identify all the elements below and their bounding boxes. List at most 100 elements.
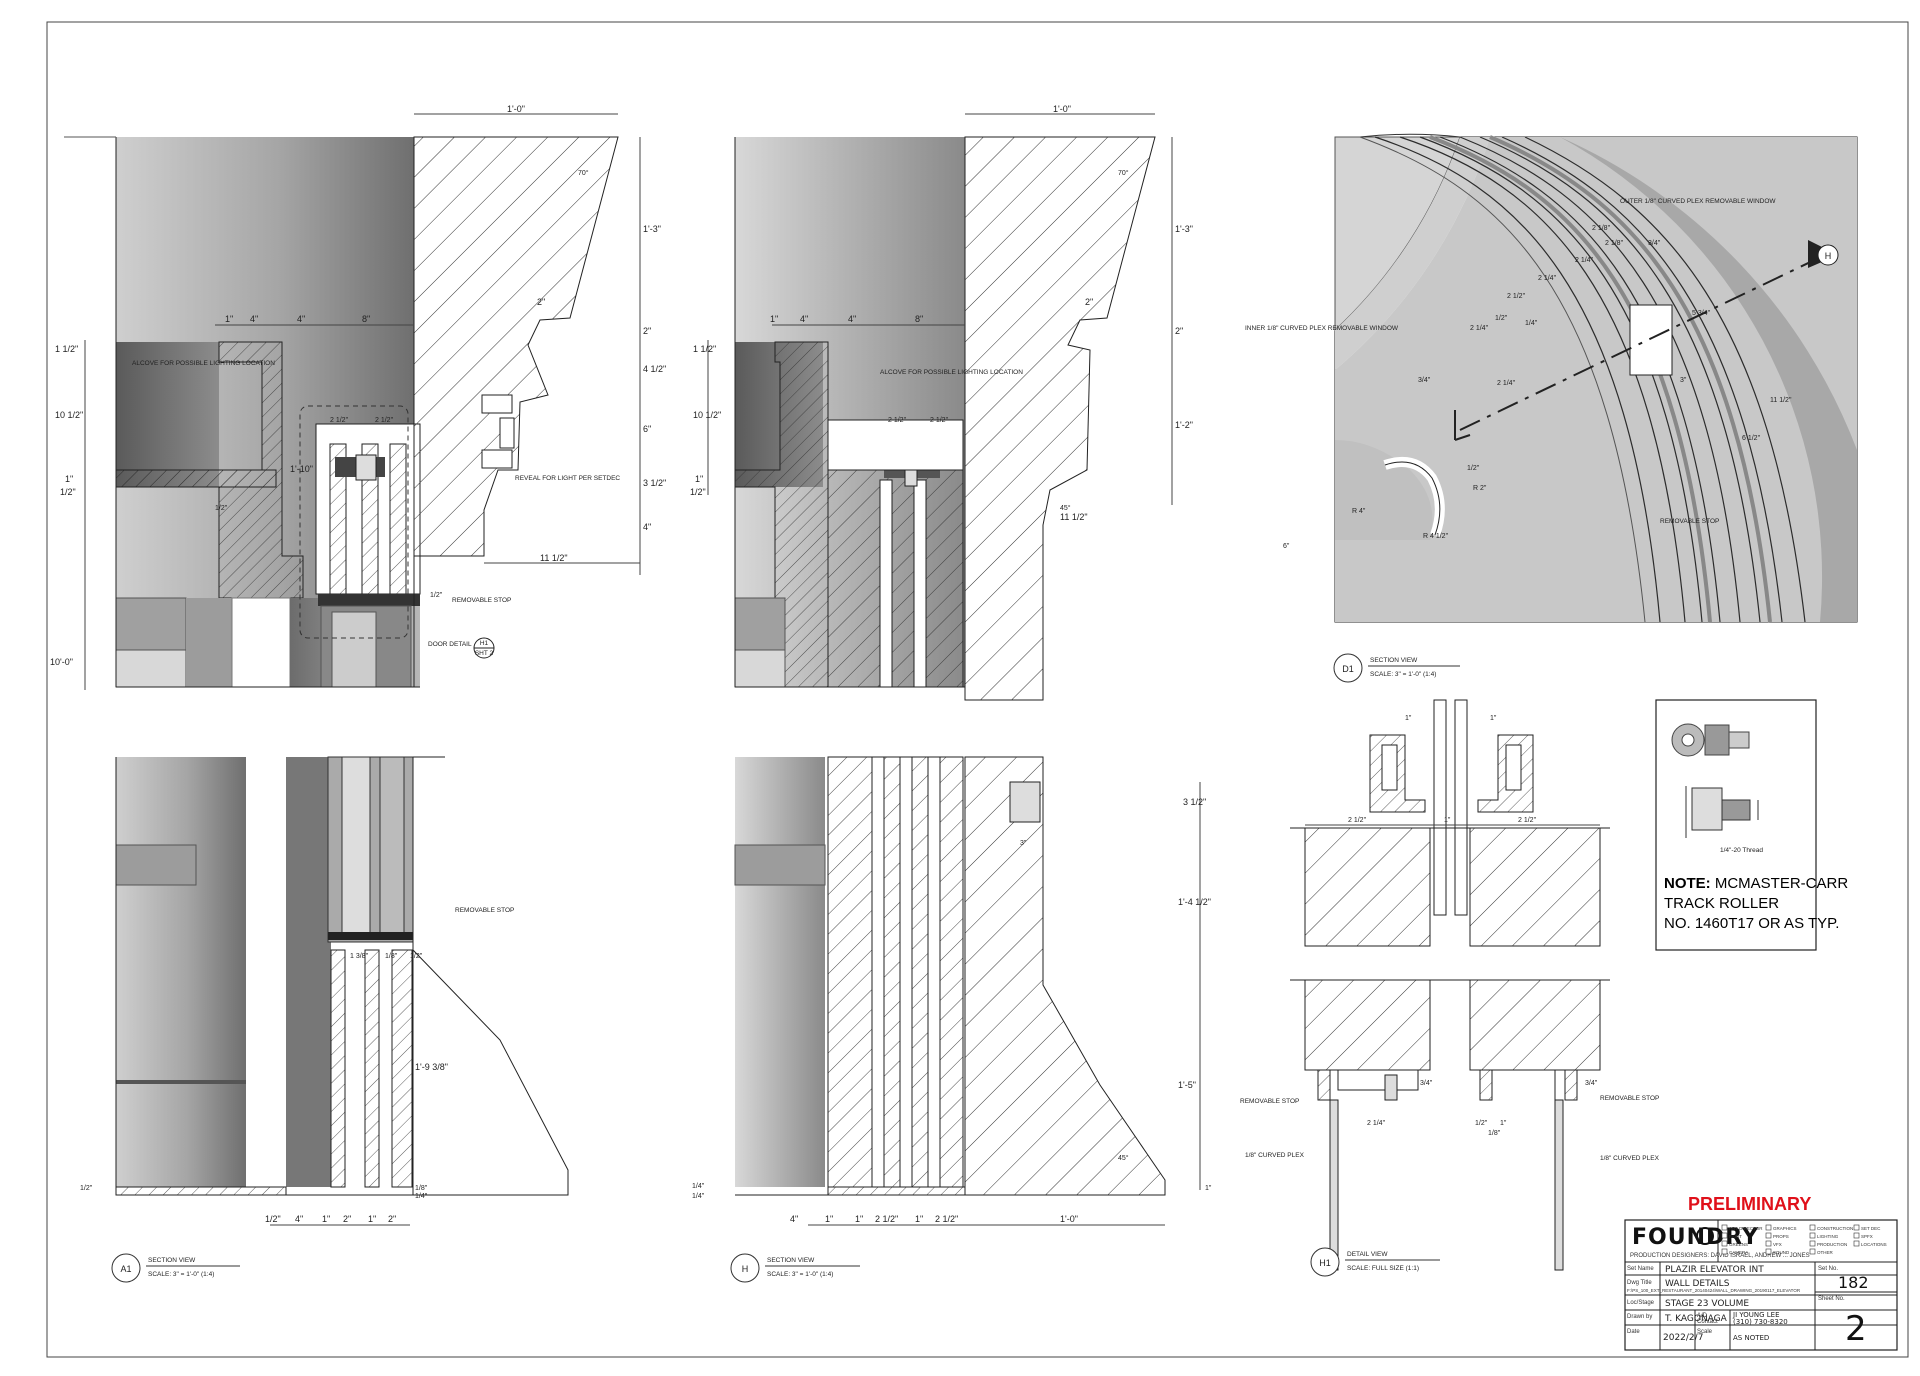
- tb-set-name-label: Set Name: [1627, 1266, 1654, 1272]
- a1-view-id: A1: [120, 1264, 131, 1274]
- d1-r4: R 4": [1352, 508, 1366, 515]
- tb-drawn: T. KAGONAGA: [1664, 1314, 1728, 1324]
- h-dim-top: 1'-0": [1053, 104, 1071, 114]
- dim-half: 1/2": [215, 505, 228, 512]
- tb-contact-label: Contact: [1697, 1319, 1718, 1325]
- h-lower-3: 3": [1020, 840, 1027, 847]
- h1-1d: 1": [1500, 1120, 1507, 1127]
- note-reveal-light: REVEAL FOR LIGHT PER SETDEC: [515, 475, 620, 482]
- a1-lower-removable-stop: REMOVABLE STOP: [455, 907, 514, 914]
- a1-lower-1-4: 1/4": [415, 1193, 428, 1200]
- dim-11-1-2: 11 1/2": [540, 553, 568, 563]
- h-lower-1-5: 1'-5": [1178, 1080, 1196, 1090]
- tb-check-label: SET DEC: [1861, 1226, 1881, 1231]
- tb-check-box[interactable]: [1853, 1232, 1860, 1239]
- h-lower-q2: 1/4": [692, 1193, 705, 1200]
- h-dim-h1-2: 1/2": [690, 487, 706, 497]
- tb-check-box[interactable]: [1809, 1240, 1816, 1247]
- tb-check-label: GRAPHICS: [1773, 1226, 1797, 1231]
- tb-sheet-label: Sheet No.: [1818, 1296, 1845, 1302]
- h-lower-1-4-1-2: 1'-4 1/2": [1178, 897, 1211, 907]
- tb-check-box[interactable]: [1765, 1240, 1772, 1247]
- h1-2-1-4: 2 1/4": [1367, 1120, 1386, 1127]
- h-lower-w2-1-2b: 2 1/2": [935, 1214, 958, 1224]
- a1-lower-1-2: 1/2": [410, 953, 423, 960]
- d1-quarter: 1/4": [1525, 320, 1538, 327]
- tb-check-box[interactable]: [1809, 1248, 1816, 1255]
- d1-2-1-4d: 2 1/4": [1497, 380, 1516, 387]
- h-dim-8: 8": [915, 314, 923, 324]
- d1-removable-stop: REMOVABLE STOP: [1660, 518, 1719, 525]
- tb-check-label: CONSTRUCTION: [1817, 1226, 1853, 1231]
- d1-5-3-4: 5 3/4": [1692, 310, 1711, 317]
- tb-check-box[interactable]: [1721, 1240, 1728, 1247]
- a1-upper-dims: 1'-0" 1" 4" 4" 8" 1 1/2" 10 1/2" 1" 1/2"…: [50, 104, 666, 690]
- dim-10-0: 10'-0": [50, 657, 73, 667]
- tb-date-label: Date: [1627, 1329, 1640, 1335]
- h-lower-w2-1-2a: 2 1/2": [875, 1214, 898, 1224]
- sheet-border: [46, 21, 1909, 1358]
- a1-lower-1-8b: 1/8": [415, 1185, 428, 1192]
- tb-check-label: LIGHTING: [1817, 1234, 1839, 1239]
- h1-half: 1/2": [1475, 1120, 1488, 1127]
- dim-2: 2": [537, 297, 545, 307]
- tb-dwg-title: WALL DETAILS: [1665, 1279, 1730, 1289]
- h-dim-2: 2": [1085, 297, 1093, 307]
- tb-ad-label: A/D: [1697, 1313, 1708, 1319]
- a1-alcove: [116, 342, 219, 487]
- tb-check-box[interactable]: [1809, 1224, 1816, 1231]
- tb-check-box[interactable]: [1765, 1232, 1772, 1239]
- tb-check-box[interactable]: [1721, 1224, 1728, 1231]
- note-line3: NO. 1460T17 OR AS TYP.: [1664, 915, 1839, 932]
- tb-check-box[interactable]: [1765, 1224, 1772, 1231]
- tb-check-box[interactable]: [1809, 1232, 1816, 1239]
- a1-lower-1-8: 1/8": [385, 953, 398, 960]
- d1-2-1-2: 2 1/2": [1507, 293, 1526, 300]
- dim-2-1-2b: 2 1/2": [375, 417, 394, 424]
- dim-2-1-2a: 2 1/2": [330, 417, 349, 424]
- h1-view-scale: SCALE: FULL SIZE (1:1): [1347, 1265, 1419, 1272]
- h1-3-4a: 3/4": [1420, 1080, 1433, 1087]
- h-dim-ang70: 70°: [1118, 169, 1129, 177]
- d1-view-id: D1: [1342, 664, 1354, 674]
- note-alcove: ALCOVE FOR POSSIBLE LIGHTING LOCATION: [132, 360, 275, 367]
- a1-view-scale: SCALE: 3" = 1'-0" (1:4): [148, 1271, 214, 1278]
- d1-3-4b: 3/4": [1418, 377, 1431, 384]
- tb-ad: JI YOUNG LEE: [1732, 1311, 1780, 1319]
- a1-view-marker: [111, 1253, 141, 1283]
- note-line1-bold: NOTE:: [1664, 875, 1711, 892]
- note-line2: TRACK ROLLER: [1664, 895, 1779, 912]
- tb-set-name: PLAZIR ELEVATOR INT: [1665, 1265, 1764, 1275]
- tb-check-label: PAINT: [1729, 1234, 1742, 1239]
- a1-lower-1-3-8: 1 3/8": [350, 953, 369, 960]
- tb-check-box[interactable]: [1721, 1232, 1728, 1239]
- tb-sheet-no: 2: [1845, 1309, 1867, 1349]
- h-lower-w1b: 1": [855, 1214, 863, 1224]
- tb-check-box[interactable]: [1721, 1248, 1728, 1255]
- h-lower-dims: 3 1/2" 3" 1'-4 1/2" 1'-5" 45° 1" 1/4" 1/…: [692, 782, 1212, 1283]
- a1-lower-w2: 2": [343, 1214, 351, 1224]
- h1-2-1-2b: 2 1/2": [1518, 817, 1537, 824]
- tb-scale: AS NOTED: [1733, 1334, 1769, 1342]
- h1-1a: 1": [1405, 715, 1412, 722]
- d1-6: 6": [1283, 543, 1290, 550]
- tb-check-box[interactable]: [1765, 1248, 1772, 1255]
- h-lower-q1: 1/4": [692, 1183, 705, 1190]
- tb-check-box[interactable]: [1853, 1240, 1860, 1247]
- h-dim-1: 1": [770, 314, 778, 324]
- h-dim-1-2: 1'-2": [1175, 420, 1193, 430]
- note-line1-rest: MCMASTER-CARR: [1711, 875, 1849, 892]
- h-lower-1: 1": [1205, 1185, 1212, 1192]
- tb-check-box[interactable]: [1853, 1224, 1860, 1231]
- h1-view-title: DETAIL VIEW: [1347, 1251, 1388, 1258]
- d1-r4-1-2: R 4 1/2": [1423, 533, 1449, 540]
- dim-3-1-2: 3 1/2": [643, 478, 666, 488]
- dim-4-1-2: 4 1/2": [643, 364, 666, 374]
- h-lower-w4: 4": [790, 1214, 798, 1224]
- h-dim-4a: 4": [800, 314, 808, 324]
- h-dim-11-1-2: 11 1/2": [1060, 512, 1088, 522]
- tb-check-label: ART DIRECTOR: [1729, 1226, 1763, 1231]
- h-dim-h1: 1": [695, 474, 703, 484]
- a1-lower-half: 1/2": [80, 1185, 93, 1192]
